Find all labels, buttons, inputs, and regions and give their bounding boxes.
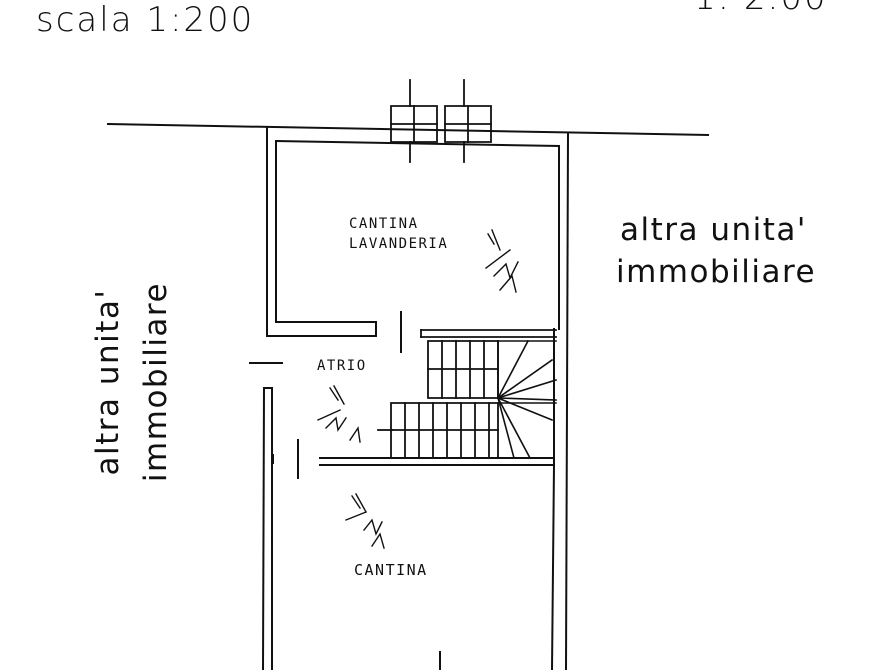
room-atrio: ATRIO bbox=[317, 358, 367, 374]
door-marks bbox=[273, 312, 401, 478]
height-annotation-lavanderia bbox=[486, 230, 518, 292]
scale-label: scala 1:200 bbox=[36, 0, 255, 40]
stair-winder bbox=[498, 341, 556, 458]
stair-flight-lower bbox=[378, 403, 498, 458]
room-cantina: CANTINA bbox=[354, 561, 428, 579]
window-grid bbox=[391, 80, 491, 162]
outer-walls bbox=[263, 128, 568, 670]
boundary-line-top bbox=[108, 124, 708, 135]
stair-landing-edge bbox=[320, 458, 554, 465]
cropped-scale-fragment: 1: 2.00 bbox=[694, 0, 828, 18]
height-annotation-atrio bbox=[318, 386, 360, 442]
partition-wall bbox=[250, 322, 376, 363]
room-cantina-lavanderia-line2: LAVANDERIA bbox=[349, 236, 449, 252]
right-neighbor-line2: immobiliare bbox=[616, 254, 817, 290]
right-neighbor-line1: altra unita' bbox=[620, 212, 807, 248]
room-cantina-lavanderia-line1: CANTINA bbox=[349, 216, 419, 232]
height-annotation-cantina bbox=[346, 494, 384, 548]
stair-flight-upper bbox=[421, 330, 556, 398]
